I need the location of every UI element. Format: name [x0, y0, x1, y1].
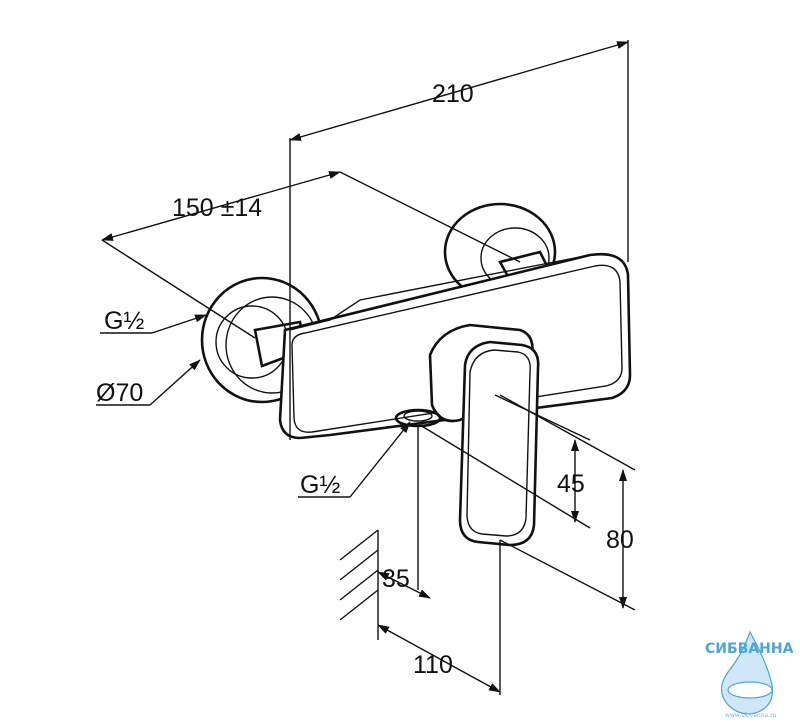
dimension-line-35: [377, 571, 431, 599]
logo-name: СИБВАННА: [705, 641, 794, 657]
faucet-body-group: [200, 202, 632, 547]
label-depth: 110: [413, 651, 453, 679]
mixer-top-edge: [289, 254, 591, 331]
leader-outlet: [349, 421, 411, 498]
extension-line-80-top: [499, 394, 636, 471]
dimension-line-210: [289, 41, 629, 141]
wall-hatch-2: [339, 549, 379, 581]
dimension-lines: [96, 40, 636, 695]
extension-line-45-top: [494, 394, 591, 441]
label-outlet-offset: 35: [382, 565, 410, 593]
dimension-line-110: [377, 624, 501, 693]
wall-hatch-3: [339, 569, 379, 601]
label-lever-height: 45: [557, 470, 585, 498]
dimension-line-150: [101, 171, 341, 241]
extension-line-150-right: [339, 171, 521, 263]
wall-hatch-4: [339, 589, 379, 621]
label-rosette-diameter: Ø70: [96, 379, 143, 407]
extension-line-150-left: [101, 239, 256, 339]
logo-url: www.sibvanna.ru: [725, 712, 777, 719]
label-total-height: 80: [606, 526, 634, 554]
label-inlet-thread: G½: [104, 307, 144, 335]
leader-inlet: [151, 314, 207, 334]
extension-line-80-bottom: [499, 539, 636, 611]
dimension-labels: 210 150 ±14 G½ Ø70 G½ 45 80 35 110: [96, 80, 634, 679]
label-width: 210: [432, 80, 474, 108]
lever-handle-face: [466, 349, 531, 537]
wall-hatch-1: [339, 529, 379, 561]
leader-diameter: [149, 359, 201, 406]
outlet-thread-inner: [403, 410, 433, 422]
extension-line-45-bottom: [419, 424, 591, 529]
label-outlet-thread: G½: [300, 471, 340, 499]
front-rosette-inner: [215, 305, 289, 379]
mixer-front-face: [291, 264, 623, 433]
brand-logo: СИБВАННА www.sibvanna.ru: [705, 630, 794, 719]
bathtub-icon: [727, 681, 773, 699]
lever-handle: [458, 340, 540, 547]
label-projection: 150 ±14: [172, 194, 262, 222]
